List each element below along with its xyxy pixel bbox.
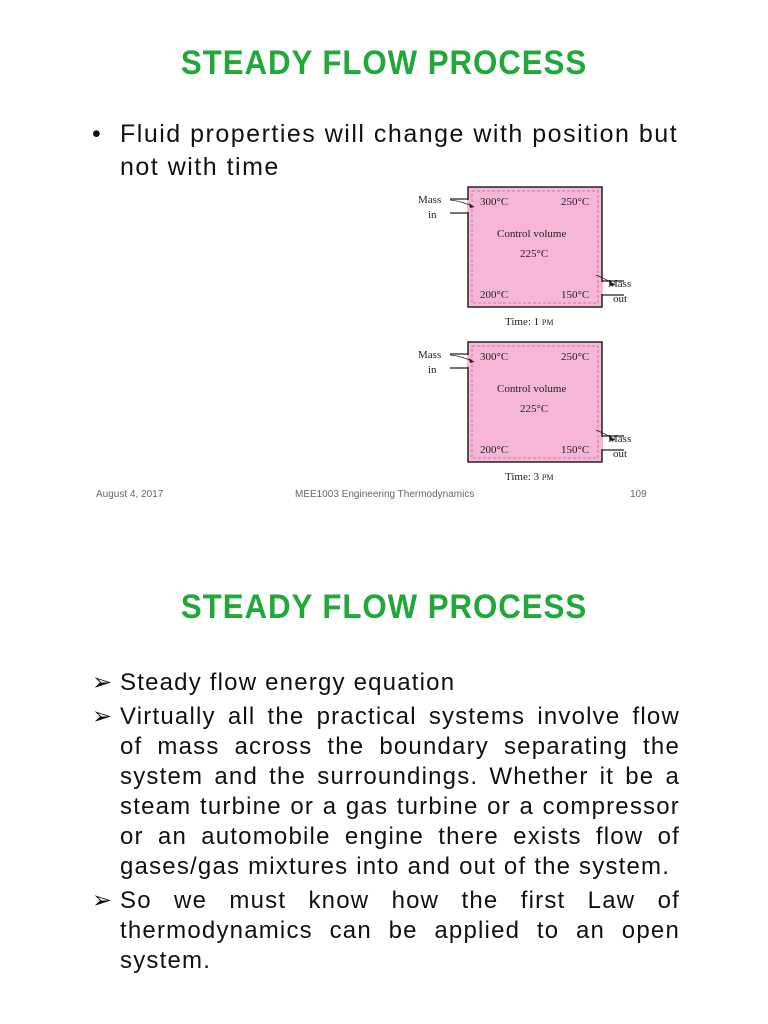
control-volume-figure-2: Mass in 300°C 250°C Control volume 225°C… [418, 341, 631, 483]
footer-date: August 4, 2017 [96, 489, 164, 500]
slide-1: STEADY FLOW PROCESS • Fluid properties w… [92, 44, 696, 500]
mass-in-label-1: Mass [418, 194, 441, 206]
footer-course: MEE1003 Engineering Thermodynamics [295, 489, 475, 500]
slide-1-bullet: • Fluid properties will change with posi… [92, 118, 696, 184]
mass-in-label-1: Mass [418, 349, 441, 361]
mass-out-label-2: out [613, 448, 627, 460]
time-label: Time: 1 PM [505, 316, 553, 328]
control-surface [471, 345, 599, 459]
control-volume-label: Control volume [497, 383, 566, 395]
mass-out-label-1: Mass [608, 433, 631, 445]
temp-bottom-left: 200°C [480, 444, 508, 456]
temp-bottom-left: 200°C [480, 289, 508, 301]
temp-top-left: 300°C [480, 351, 508, 363]
control-volume-figure-1: Mass in 300°C 250°C Control volume 225°C… [418, 186, 631, 328]
bullet-dot: • [92, 120, 103, 148]
control-volume-label: Control volume [497, 228, 566, 240]
arrow-bullet-icon: ➢ [92, 703, 114, 730]
mass-in-label-2: in [428, 364, 437, 376]
temp-bottom-right: 150°C [561, 289, 589, 301]
temp-center: 225°C [520, 248, 548, 260]
temp-center: 225°C [520, 403, 548, 415]
slide-2: STEADY FLOW PROCESS ➢ Steady flow energy… [0, 512, 768, 1024]
list-item: ➢ So we must know how the first Law of t… [92, 887, 680, 974]
mass-in-label-2: in [428, 209, 437, 221]
control-volume-box [467, 341, 603, 463]
list-item: ➢ Steady flow energy equation [92, 669, 456, 696]
mass-out-label-1: Mass [608, 278, 631, 290]
arrow-bullet-icon: ➢ [92, 887, 114, 914]
footer-page-number: 109 [630, 489, 647, 500]
control-volume-box [467, 186, 603, 308]
arrow-bullet-icon: ➢ [92, 669, 114, 696]
time-label: Time: 3 PM [505, 471, 553, 483]
temp-top-left: 300°C [480, 196, 508, 208]
slide-2-bullet-list: ➢ Steady flow energy equation ➢ Virtuall… [92, 668, 680, 980]
temp-top-right: 250°C [561, 351, 589, 363]
slide-1-title: STEADY FLOW PROCESS [180, 44, 588, 82]
slide-2-title: STEADY FLOW PROCESS [180, 588, 588, 626]
list-item: ➢ Virtually all the practical systems in… [92, 703, 680, 880]
mass-out-label-2: out [613, 293, 627, 305]
slide-1-bullet-text: Fluid properties will change with positi… [120, 120, 679, 181]
control-volume-diagram-1pm: Mass in 300°C 250°C Control volume 225°C… [410, 185, 640, 340]
temp-bottom-right: 150°C [561, 444, 589, 456]
control-volume-diagram-3pm: Mass in 300°C 250°C Control volume 225°C… [410, 340, 640, 495]
control-surface [471, 190, 599, 304]
temp-top-right: 250°C [561, 196, 589, 208]
